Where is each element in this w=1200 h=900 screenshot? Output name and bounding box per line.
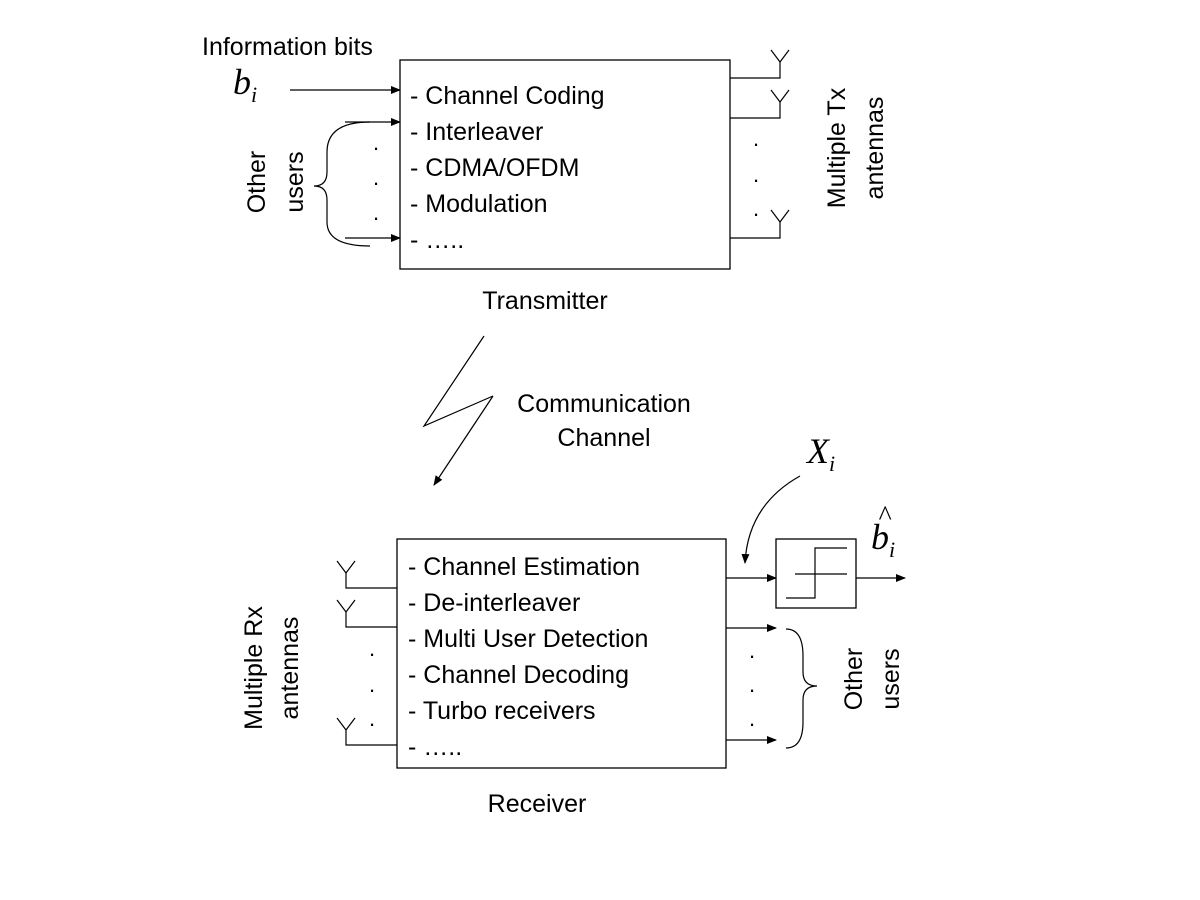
tx-function-item: - Channel Coding: [410, 82, 605, 110]
rx-other-users-label-line2: users: [877, 648, 905, 709]
tx-function-item: - …..: [410, 226, 464, 254]
channel-label-line2: Channel: [557, 424, 650, 452]
ellipsis-dot: .: [369, 672, 375, 697]
receiver-title: Receiver: [488, 790, 587, 818]
soft-output-symbol: Xi: [805, 431, 835, 476]
ellipsis-dot: .: [749, 706, 755, 731]
rx-antenna-array: . . . Multiple Rx antennas: [240, 560, 397, 746]
antenna-icon: [336, 599, 356, 613]
receiver-box: [396, 538, 727, 769]
antenna-icon: [770, 49, 790, 63]
communication-channel: Communication Channel: [422, 335, 691, 486]
rx-antennas-label-line2: antennas: [276, 617, 304, 720]
rx-function-item: - Channel Decoding: [408, 661, 629, 689]
estimate-hat: ^: [878, 501, 892, 532]
transmitter-title: Transmitter: [482, 287, 607, 315]
channel-arrow: [433, 395, 494, 486]
tx-antenna-feed: [730, 222, 781, 239]
rx-other-users-brace: [785, 628, 818, 749]
tx-other-users-label-line1: Other: [243, 151, 271, 214]
rx-antennas-label-line1: Multiple Rx: [240, 606, 268, 730]
tx-antennas-label-line2: antennas: [861, 97, 889, 200]
tx-antennas-label-line1: Multiple Tx: [823, 87, 851, 208]
ellipsis-dot: .: [373, 165, 379, 190]
rx-antenna-feed: [345, 612, 397, 628]
rx-antenna-feed: [345, 730, 397, 746]
receiver-group: - Channel Estimation - De-interleaver - …: [240, 431, 906, 818]
ellipsis-dot: .: [753, 126, 759, 151]
tx-function-item: - Interleaver: [410, 118, 543, 146]
transmitter-box: [399, 59, 731, 270]
transmitter-function-list: - Channel Coding - Interleaver - CDMA/OF…: [410, 82, 605, 254]
rx-function-item: - De-interleaver: [408, 589, 580, 617]
rx-antenna-feed: [345, 573, 397, 589]
channel-bolt: [422, 335, 494, 428]
ellipsis-dot: .: [373, 130, 379, 155]
ellipsis-dot: .: [753, 196, 759, 221]
rx-function-item: - …..: [408, 733, 462, 761]
tx-antenna-feed: [730, 102, 781, 119]
transmitter-group: Information bits bi - Channel Coding - I…: [202, 33, 889, 315]
antenna-icon: [336, 717, 356, 731]
ellipsis-dot: .: [373, 200, 379, 225]
tx-antenna-feed: [730, 62, 781, 79]
ellipsis-dot: .: [369, 706, 375, 731]
rx-function-item: - Channel Estimation: [408, 553, 640, 581]
information-bits-label: Information bits: [202, 33, 373, 61]
ellipsis-dot: .: [749, 638, 755, 663]
tx-function-item: - Modulation: [410, 190, 548, 218]
antenna-icon: [770, 89, 790, 103]
antenna-icon: [336, 560, 356, 574]
rx-other-users-label-line1: Other: [840, 648, 868, 711]
soft-output-pointer-arrow: [741, 475, 801, 564]
rx-function-item: - Multi User Detection: [408, 625, 648, 653]
decision-stage: Xi bi ^: [726, 431, 906, 609]
tx-other-users-brace: [313, 121, 371, 247]
channel-label-line1: Communication: [517, 390, 691, 418]
estimated-bit-symbol: bi: [871, 517, 895, 562]
ellipsis-dot: .: [753, 162, 759, 187]
ellipsis-dot: .: [749, 672, 755, 697]
input-bit-symbol: bi: [233, 62, 257, 107]
ellipsis-dot: .: [369, 636, 375, 661]
tx-other-users-inputs: . . . Other users: [243, 118, 401, 247]
tx-antenna-array: . . . Multiple Tx antennas: [730, 49, 889, 239]
rx-function-item: - Turbo receivers: [408, 697, 596, 725]
tx-function-item: - CDMA/OFDM: [410, 154, 579, 182]
receiver-function-list: - Channel Estimation - De-interleaver - …: [408, 553, 648, 761]
tx-other-users-label-line2: users: [281, 151, 309, 212]
step-function-icon: [786, 547, 847, 599]
rx-other-users-outputs: . . . Other users: [726, 624, 905, 749]
antenna-icon: [770, 209, 790, 223]
